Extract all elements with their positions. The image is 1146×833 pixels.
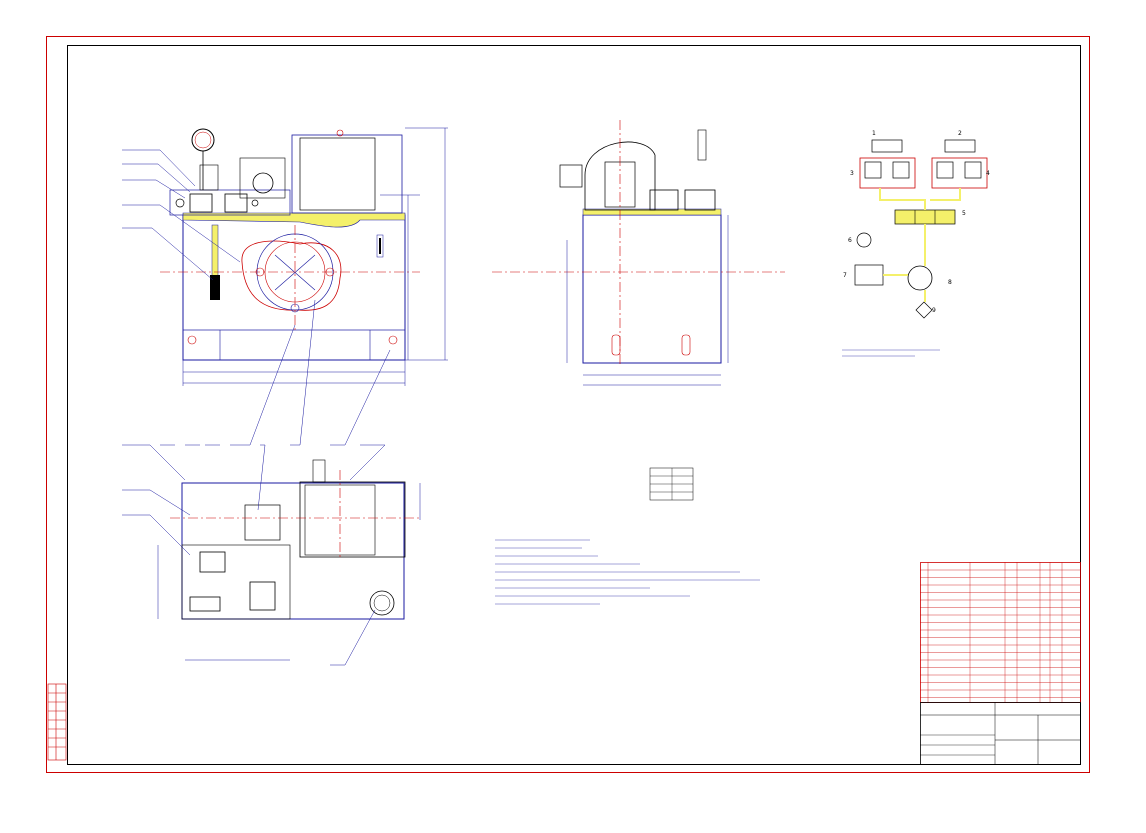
side-view [492, 120, 785, 386]
front-view [122, 127, 448, 446]
hydraulic-schematic: 1 2 3 4 5 6 7 8 9 [842, 130, 990, 357]
parts-list [920, 562, 1081, 703]
technical-notes [495, 539, 760, 605]
schematic-label-1: 1 [872, 130, 876, 137]
tech-table [649, 467, 694, 501]
title-block [920, 702, 1081, 765]
schematic-label-9: 9 [932, 307, 936, 314]
top-view [122, 444, 421, 666]
schematic-label-4: 4 [986, 170, 990, 177]
schematic-label-6: 6 [848, 237, 852, 244]
schematic-label-5: 5 [962, 210, 966, 217]
inner-border [67, 45, 1081, 765]
schematic-label-3: 3 [850, 170, 854, 177]
schematic-label-2: 2 [958, 130, 962, 137]
binding-strip [47, 683, 67, 761]
schematic-label-8: 8 [948, 279, 952, 286]
schematic-label-7: 7 [843, 272, 847, 279]
outer-border [46, 36, 1090, 773]
